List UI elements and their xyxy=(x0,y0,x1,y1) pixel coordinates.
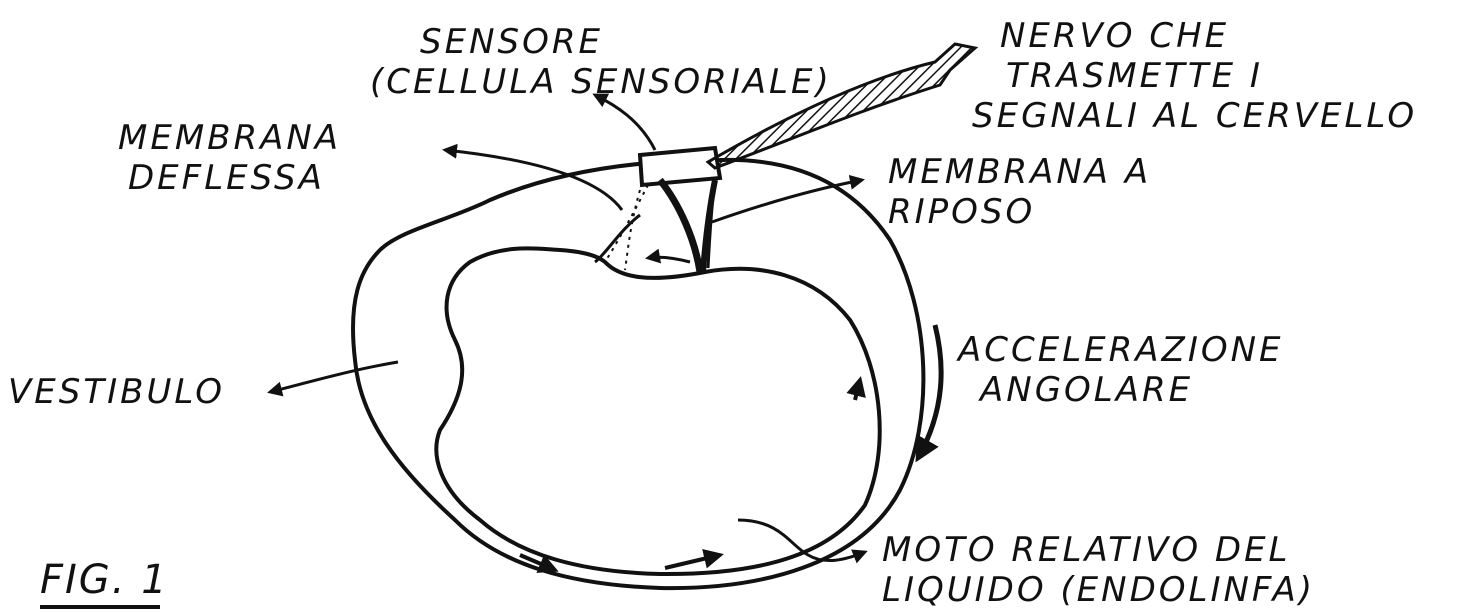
label-nervo-line2: TRASMETTE I xyxy=(1000,56,1417,96)
label-moto-line1: MOTO RELATIVO DEL xyxy=(882,530,1315,570)
membrane-deflected xyxy=(605,185,648,262)
label-nervo-line1: NERVO CHE xyxy=(1000,16,1417,56)
label-nervo: NERVO CHE TRASMETTE I SEGNALI AL CERVELL… xyxy=(1000,16,1417,136)
label-moto: MOTO RELATIVO DEL LIQUIDO (ENDOLINFA) xyxy=(882,530,1315,610)
label-membrana-deflessa: MEMBRANA DEFLESSA xyxy=(118,118,341,198)
sensor-cell xyxy=(640,148,720,185)
label-accelerazione-line1: ACCELERAZIONE xyxy=(958,330,1284,370)
label-membrana-riposo-line2: RIPOSO xyxy=(888,192,1151,232)
leader-sensore xyxy=(595,95,655,150)
label-nervo-line3: SEGNALI AL CERVELLO xyxy=(972,96,1417,136)
flow-arrow-right xyxy=(855,380,860,400)
figure-number: FIG. 1 xyxy=(40,560,169,600)
leader-vestibulo xyxy=(270,362,398,392)
label-moto-line2: LIQUIDO (ENDOLINFA) xyxy=(882,570,1315,610)
figure-number-text: FIG. 1 xyxy=(40,560,169,600)
label-membrana-deflessa-line2: DEFLESSA xyxy=(118,158,341,198)
flow-arrow-bottom-right xyxy=(665,555,720,568)
leader-membrana-riposo xyxy=(712,180,862,222)
label-vestibulo: VESTIBULO xyxy=(8,372,225,412)
inner-canal-outline xyxy=(436,248,879,574)
label-sensore-line2: (CELLULA SENSORIALE) xyxy=(370,62,832,102)
label-membrana-riposo-line1: MEMBRANA A xyxy=(888,152,1151,192)
outer-canal-outline xyxy=(353,160,923,588)
label-sensore-line1: SENSORE xyxy=(370,22,832,62)
deflection-arrow xyxy=(648,257,690,262)
leader-membrana-deflessa xyxy=(445,150,622,210)
label-accelerazione-line2: ANGOLARE xyxy=(958,370,1284,410)
label-sensore: SENSORE (CELLULA SENSORIALE) xyxy=(370,22,832,102)
label-vestibulo-text: VESTIBULO xyxy=(8,372,225,412)
label-membrana-deflessa-line1: MEMBRANA xyxy=(118,118,341,158)
label-membrana-riposo: MEMBRANA A RIPOSO xyxy=(888,152,1151,232)
label-accelerazione: ACCELERAZIONE ANGOLARE xyxy=(958,330,1284,410)
